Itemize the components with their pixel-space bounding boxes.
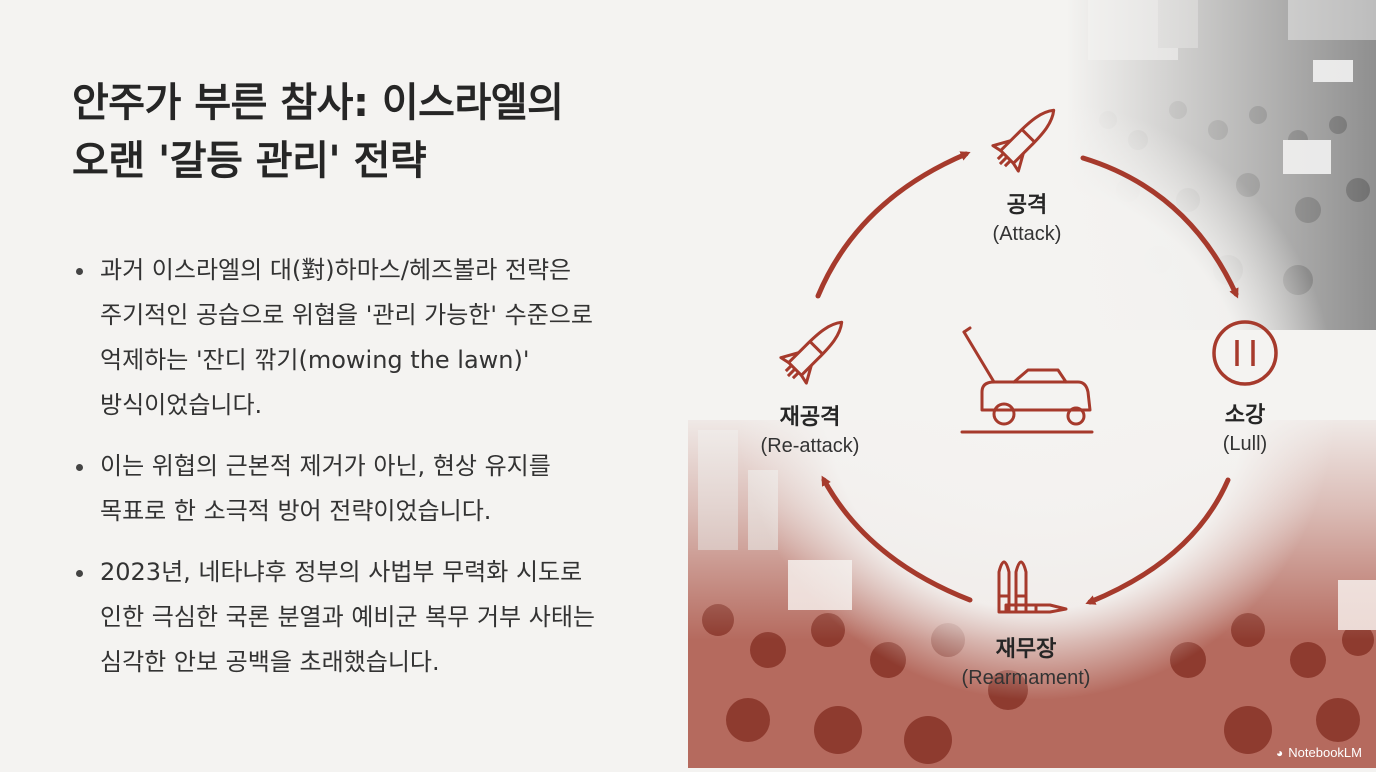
bullet-line: 인한 극심한 국론 분열과 예비군 복무 거부 사태는 [100, 603, 596, 631]
bullet-list: 과거 이스라엘의 대(對)하마스/헤즈볼라 전략은 주기적인 공습으로 위협을 … [72, 248, 672, 701]
cycle-node-lull: 소강 (Lull) [1135, 402, 1355, 458]
notebooklm-logo-icon: ◕ [1276, 745, 1284, 760]
node-label-ko: 재무장 [995, 637, 1057, 662]
title-line: 안주가 부른 참사: 이스라엘의 [72, 80, 564, 126]
bullet-line: 방식이었습니다. [100, 391, 263, 419]
bullet-line: 심각한 안보 공백을 초래했습니다. [100, 648, 440, 676]
node-label-ko: 공격 [1006, 193, 1048, 218]
node-label-en: (Re-attack) [760, 435, 860, 457]
bullet-line: 이는 위협의 근본적 제거가 아닌, 현상 유지를 [100, 452, 551, 480]
conflict-cycle-diagram: 공격 (Attack) 소강 (Lull) 재무장 (Rearmament) 재… [688, 0, 1376, 768]
node-label-ko: 재공격 [779, 405, 841, 430]
lawn-mower-icon [960, 326, 1094, 434]
bullet-line: 주기적인 공습으로 위협을 '관리 가능한' 수준으로 [100, 301, 593, 329]
arrow-lull-to-rearm [1085, 477, 1231, 605]
bullet-line: 과거 이스라엘의 대(對)하마스/헤즈볼라 전략은 [100, 256, 572, 284]
cycle-node-reattack: 재공격 (Re-attack) [700, 404, 920, 460]
node-label-en: (Rearmament) [961, 667, 1091, 689]
pause-icon [1212, 320, 1278, 386]
bullet-item: 2023년, 네타냐후 정부의 사법부 무력화 시도로 인한 극심한 국론 분열… [72, 550, 672, 685]
cycle-node-rearmament: 재무장 (Rearmament) [916, 636, 1136, 692]
cycle-node-attack: 공격 (Attack) [917, 192, 1137, 248]
arrow-reattack-to-attack [815, 151, 971, 299]
bullet-line: 2023년, 네타냐후 정부의 사법부 무력화 시도로 [100, 558, 583, 586]
rocket-icon [779, 320, 844, 385]
watermark-text: NotebookLM [1288, 745, 1362, 760]
cycle-arrows [779, 108, 1278, 614]
node-label-en: (Lull) [1222, 433, 1268, 455]
bullet-line: 목표로 한 소극적 방어 전략이었습니다. [100, 497, 492, 525]
ammunition-icon [997, 560, 1068, 614]
arrow-attack-to-lull [1080, 155, 1239, 299]
node-label-ko: 소강 [1224, 403, 1266, 428]
node-label-en: (Attack) [992, 223, 1062, 245]
bullet-item: 이는 위협의 근본적 제거가 아닌, 현상 유지를 목표로 한 소극적 방어 전… [72, 444, 672, 534]
title-line: 오랜 '갈등 관리' 전략 [72, 138, 427, 184]
bullet-line: 억제하는 '잔디 깎기(mowing the lawn)' [100, 346, 530, 374]
arrow-rearm-to-reattack [821, 475, 973, 603]
notebooklm-watermark: ◕ NotebookLM [1276, 745, 1362, 760]
rocket-icon [991, 108, 1056, 173]
bullet-item: 과거 이스라엘의 대(對)하마스/헤즈볼라 전략은 주기적인 공습으로 위협을 … [72, 248, 672, 428]
slide-title: 안주가 부른 참사: 이스라엘의 오랜 '갈등 관리' 전략 [72, 74, 672, 190]
